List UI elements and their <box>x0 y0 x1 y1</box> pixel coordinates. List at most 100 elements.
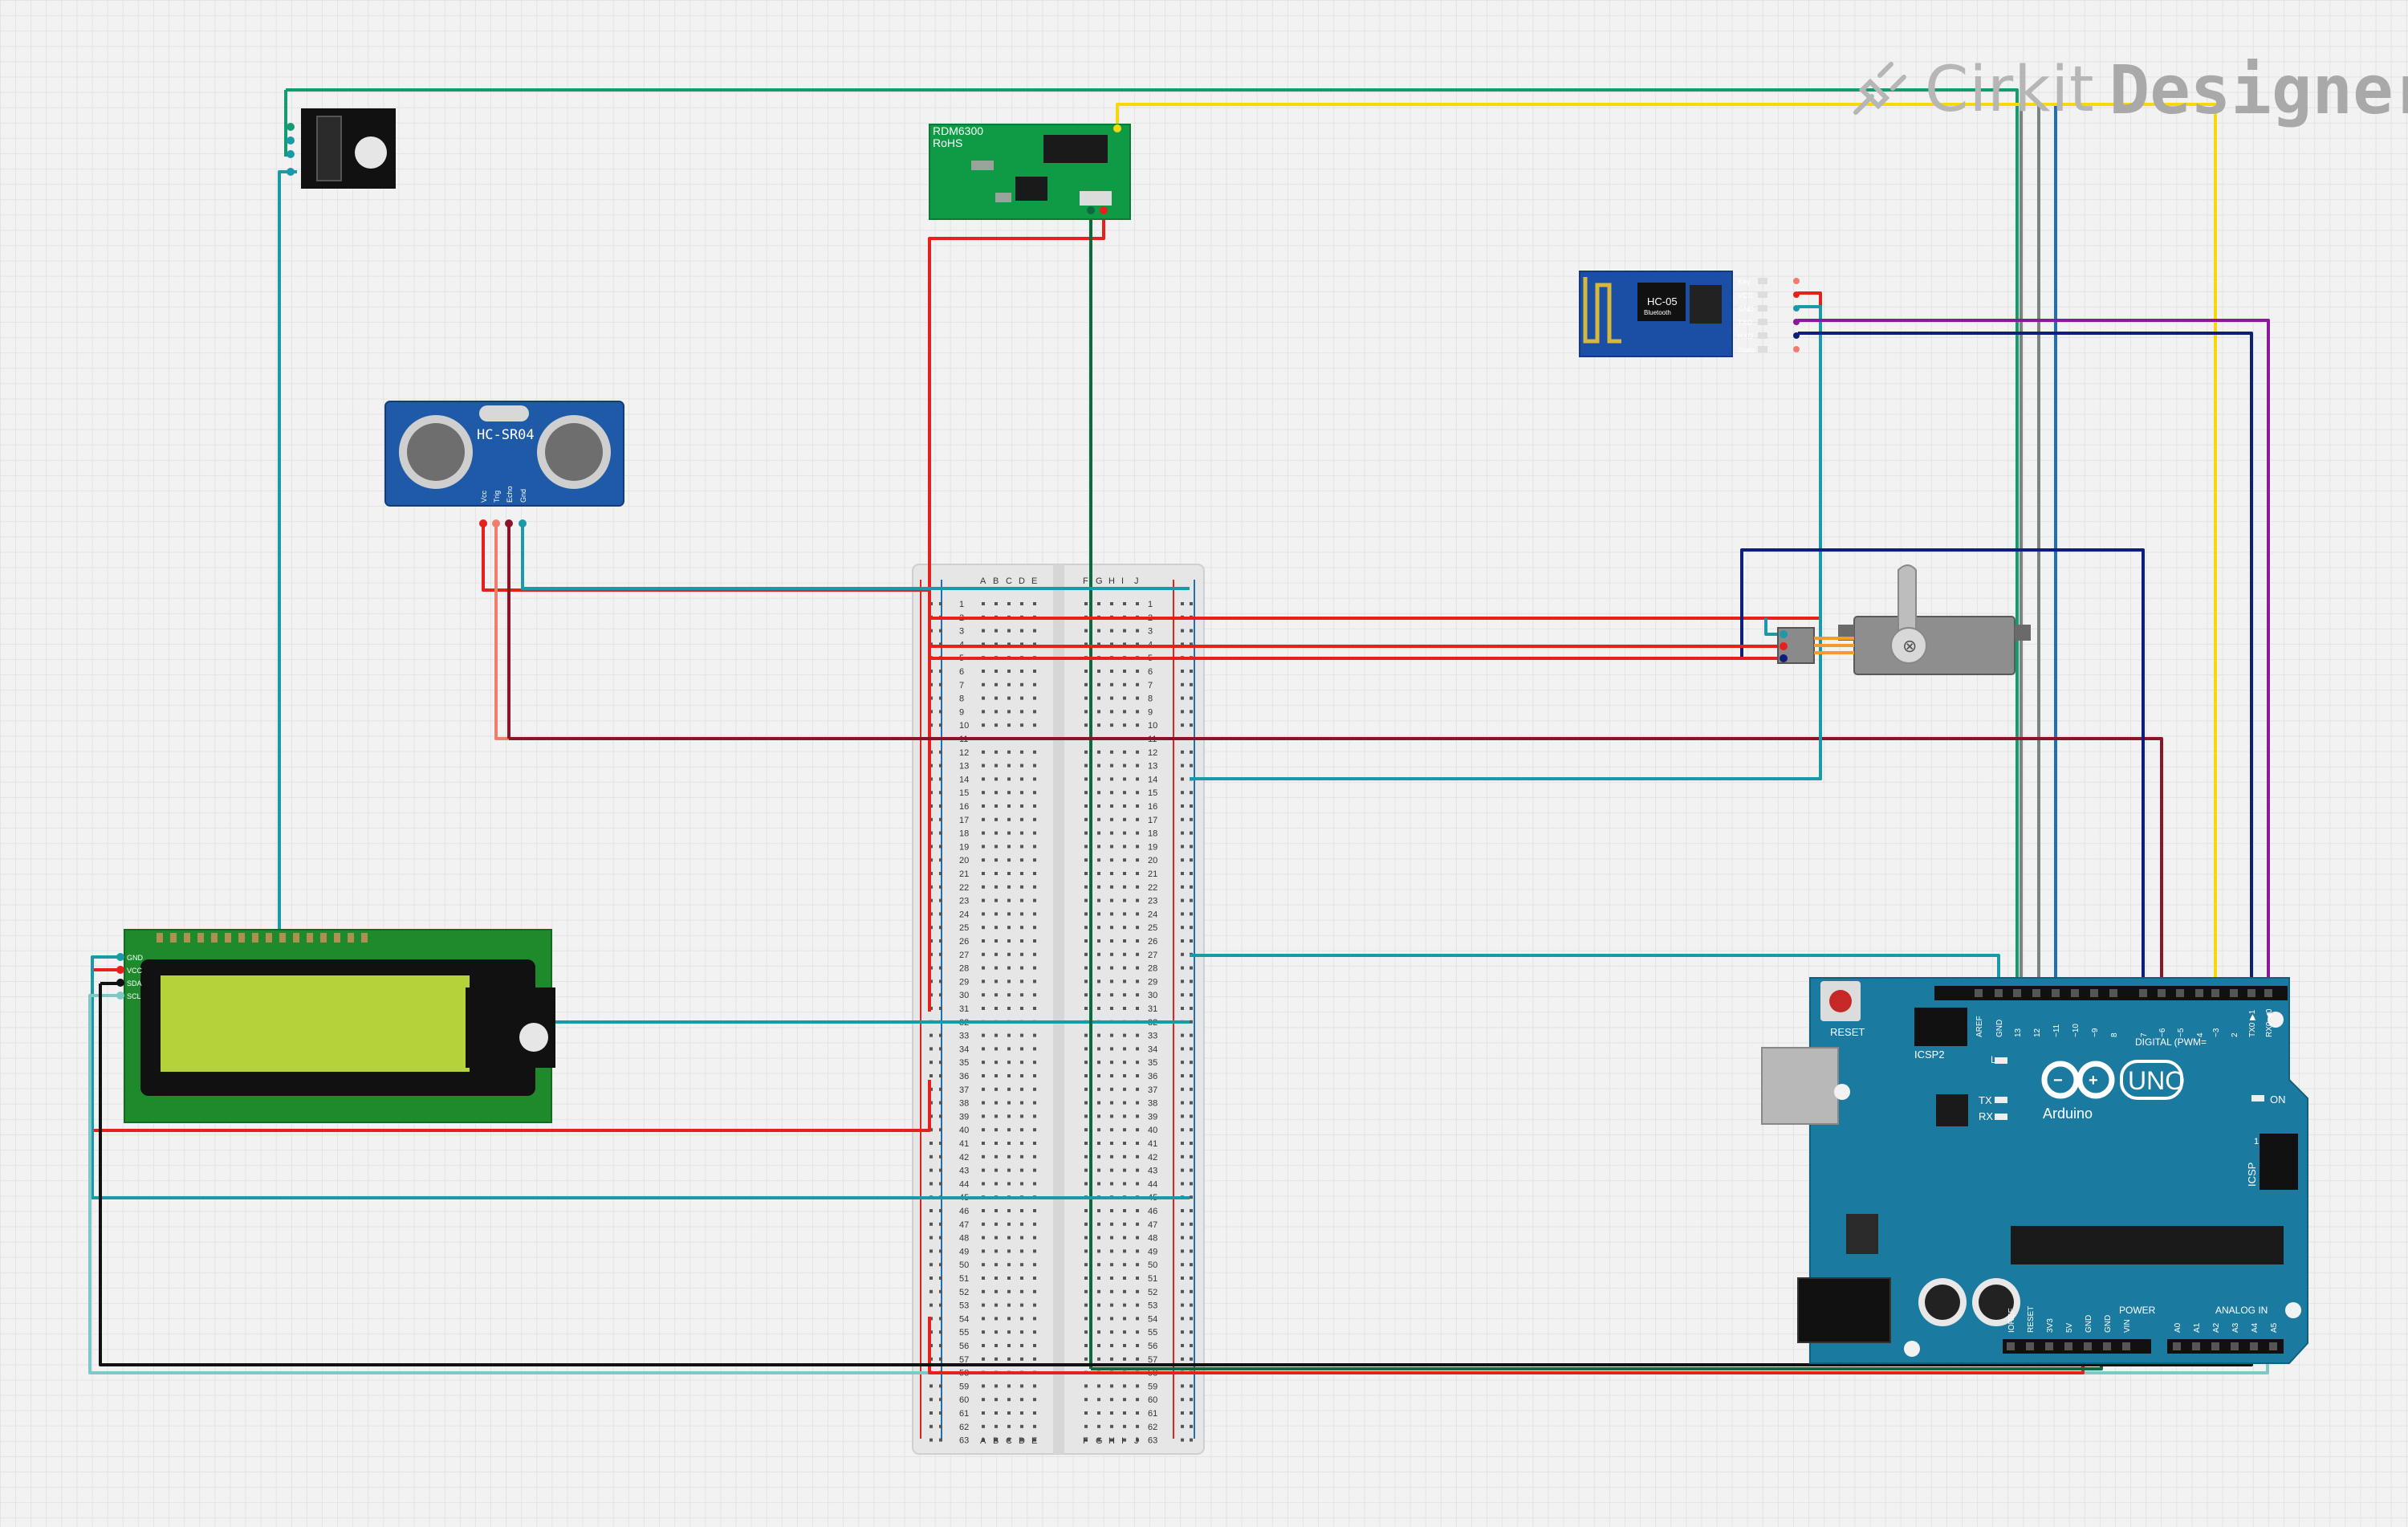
arduino-digital-pin[interactable] <box>2195 989 2203 997</box>
arduino-digital-pin[interactable] <box>2176 989 2184 997</box>
breadboard-row-left: 47 <box>959 1220 969 1230</box>
bluetooth-pin[interactable] <box>1793 332 1800 339</box>
arduino-power-pin[interactable] <box>2007 1342 2015 1350</box>
bluetooth-pin[interactable] <box>1793 291 1800 298</box>
arduino-digital-pin[interactable] <box>2071 989 2079 997</box>
arduino-digital-pin[interactable] <box>2211 989 2219 997</box>
brand-logo: Cirkit Designer <box>1846 50 2408 130</box>
breadboard-row-right: 54 <box>1148 1314 1157 1324</box>
breadboard-col-label: D <box>1019 576 1025 586</box>
breadboard-row-left: 27 <box>959 951 969 960</box>
breadboard-row-left: 61 <box>959 1409 969 1419</box>
breadboard-col-label: I <box>1121 576 1124 586</box>
bluetooth-pin[interactable] <box>1793 305 1800 312</box>
sensor-module-top-left[interactable] <box>287 108 396 189</box>
lcd-pin-label: SCL <box>127 992 141 1000</box>
breadboard-row-left: 39 <box>959 1112 969 1122</box>
ultrasonic-pin[interactable] <box>519 519 527 527</box>
breadboard-row-left: 48 <box>959 1234 969 1244</box>
arduino-digital-pin[interactable] <box>2032 989 2040 997</box>
arduino-power-pin[interactable] <box>2064 1342 2072 1350</box>
arduino-digital-pin[interactable] <box>2013 989 2021 997</box>
ultrasonic-pin[interactable] <box>492 519 500 527</box>
breadboard-row-left: 19 <box>959 842 969 852</box>
breadboard-row-right: 49 <box>1148 1247 1157 1256</box>
bluetooth-pin[interactable] <box>1793 346 1800 352</box>
breadboard-row-left: 31 <box>959 1004 969 1014</box>
arduino-logo-text: Arduino <box>2043 1106 2093 1122</box>
bluetooth-pin-label: GND <box>1738 305 1755 313</box>
arduino-digital-pin[interactable] <box>2158 989 2166 997</box>
lcd-pin[interactable] <box>116 992 124 1000</box>
wire-red-us <box>482 522 929 592</box>
bluetooth-pin[interactable] <box>1793 278 1800 284</box>
breadboard-row-right: 30 <box>1148 991 1157 1000</box>
breadboard-row-left: 26 <box>959 937 969 947</box>
ultrasonic-pin[interactable] <box>479 519 487 527</box>
arduino-analog-pin[interactable] <box>2231 1342 2239 1350</box>
lcd-pin[interactable] <box>116 966 124 974</box>
arduino-power-pin[interactable] <box>2103 1342 2111 1350</box>
breadboard-col-label: B <box>993 1436 999 1446</box>
arduino-digital-pin[interactable] <box>2264 989 2272 997</box>
arduino-digital-pin[interactable] <box>2247 989 2255 997</box>
arduino-power-pin[interactable] <box>2045 1342 2053 1350</box>
arduino-digital-pin[interactable] <box>1995 989 2003 997</box>
breadboard-row-left: 34 <box>959 1044 969 1054</box>
breadboard-row-right: 20 <box>1148 856 1157 865</box>
wire-navy-bt <box>1798 332 2253 1000</box>
ultrasonic-pin[interactable] <box>505 519 513 527</box>
breadboard-row-right: 50 <box>1148 1260 1157 1270</box>
arduino-power-pin-label: RESET <box>2027 1306 2036 1333</box>
breadboard-row-right: 42 <box>1148 1153 1157 1163</box>
wire-purple-bt <box>1798 319 2270 1000</box>
breadboard-row-right: 23 <box>1148 897 1157 906</box>
arduino-digital-pin-label: TX0 ▶1 <box>2248 1009 2257 1037</box>
arduino-digital-pin-label: 2 <box>2231 1032 2239 1037</box>
breadboard-row-right: 25 <box>1148 923 1157 933</box>
breadboard-row-left: 16 <box>959 802 969 812</box>
breadboard-row-right: 18 <box>1148 829 1157 839</box>
breadboard-col-label: F <box>1083 1436 1088 1446</box>
arduino-digital-pin[interactable] <box>1975 989 1983 997</box>
breadboard-row-right: 29 <box>1148 977 1157 987</box>
breadboard-row-left: 23 <box>959 897 969 906</box>
arduino-analog-pin[interactable] <box>2269 1342 2277 1350</box>
breadboard-row-right: 62 <box>1148 1423 1157 1432</box>
arduino-digital-pin[interactable] <box>2052 989 2060 997</box>
arduino-power-pin[interactable] <box>2122 1342 2130 1350</box>
cirkit-plug-icon <box>1853 62 1906 115</box>
arduino-digital-pin[interactable] <box>2139 989 2147 997</box>
arduino-analog-pin[interactable] <box>2211 1342 2219 1350</box>
arduino-analog-pin[interactable] <box>2173 1342 2181 1350</box>
arduino-digital-pin[interactable] <box>2090 989 2098 997</box>
bluetooth-pin[interactable] <box>1793 319 1800 325</box>
breadboard-row-right: 56 <box>1148 1342 1157 1351</box>
arduino-power-pin[interactable] <box>2026 1342 2034 1350</box>
breadboard-row-left: 15 <box>959 788 969 798</box>
breadboard-row-right: 39 <box>1148 1112 1157 1122</box>
rfid-module[interactable]: RDM6300 RoHS <box>929 124 1131 220</box>
arduino-uno[interactable]: RESET ICSP2 ICSP 1 L TX RX ON − + UNO <box>1761 977 2308 1364</box>
breadboard-col-label: G <box>1096 1436 1103 1446</box>
breadboard-row-left: 9 <box>959 707 964 717</box>
lcd-pin[interactable] <box>116 953 124 961</box>
arduino-analog-pin[interactable] <box>2192 1342 2200 1350</box>
arduino-analog-pin-label: A4 <box>2251 1322 2260 1333</box>
breadboard-row-left: 55 <box>959 1328 969 1338</box>
arduino-digital-pin[interactable] <box>2109 989 2117 997</box>
arduino-power-pin[interactable] <box>2084 1342 2092 1350</box>
breadboard-row-right: 27 <box>1148 951 1157 960</box>
arduino-digital-pin[interactable] <box>2230 989 2238 997</box>
arduino-analog-pin[interactable] <box>2250 1342 2258 1350</box>
rfid-label-2: RoHS <box>933 136 962 149</box>
arduino-led-rx: RX <box>1979 1110 1993 1122</box>
servo-motor[interactable]: ⊗ <box>1777 564 2031 675</box>
lcd-pin[interactable] <box>116 979 124 987</box>
